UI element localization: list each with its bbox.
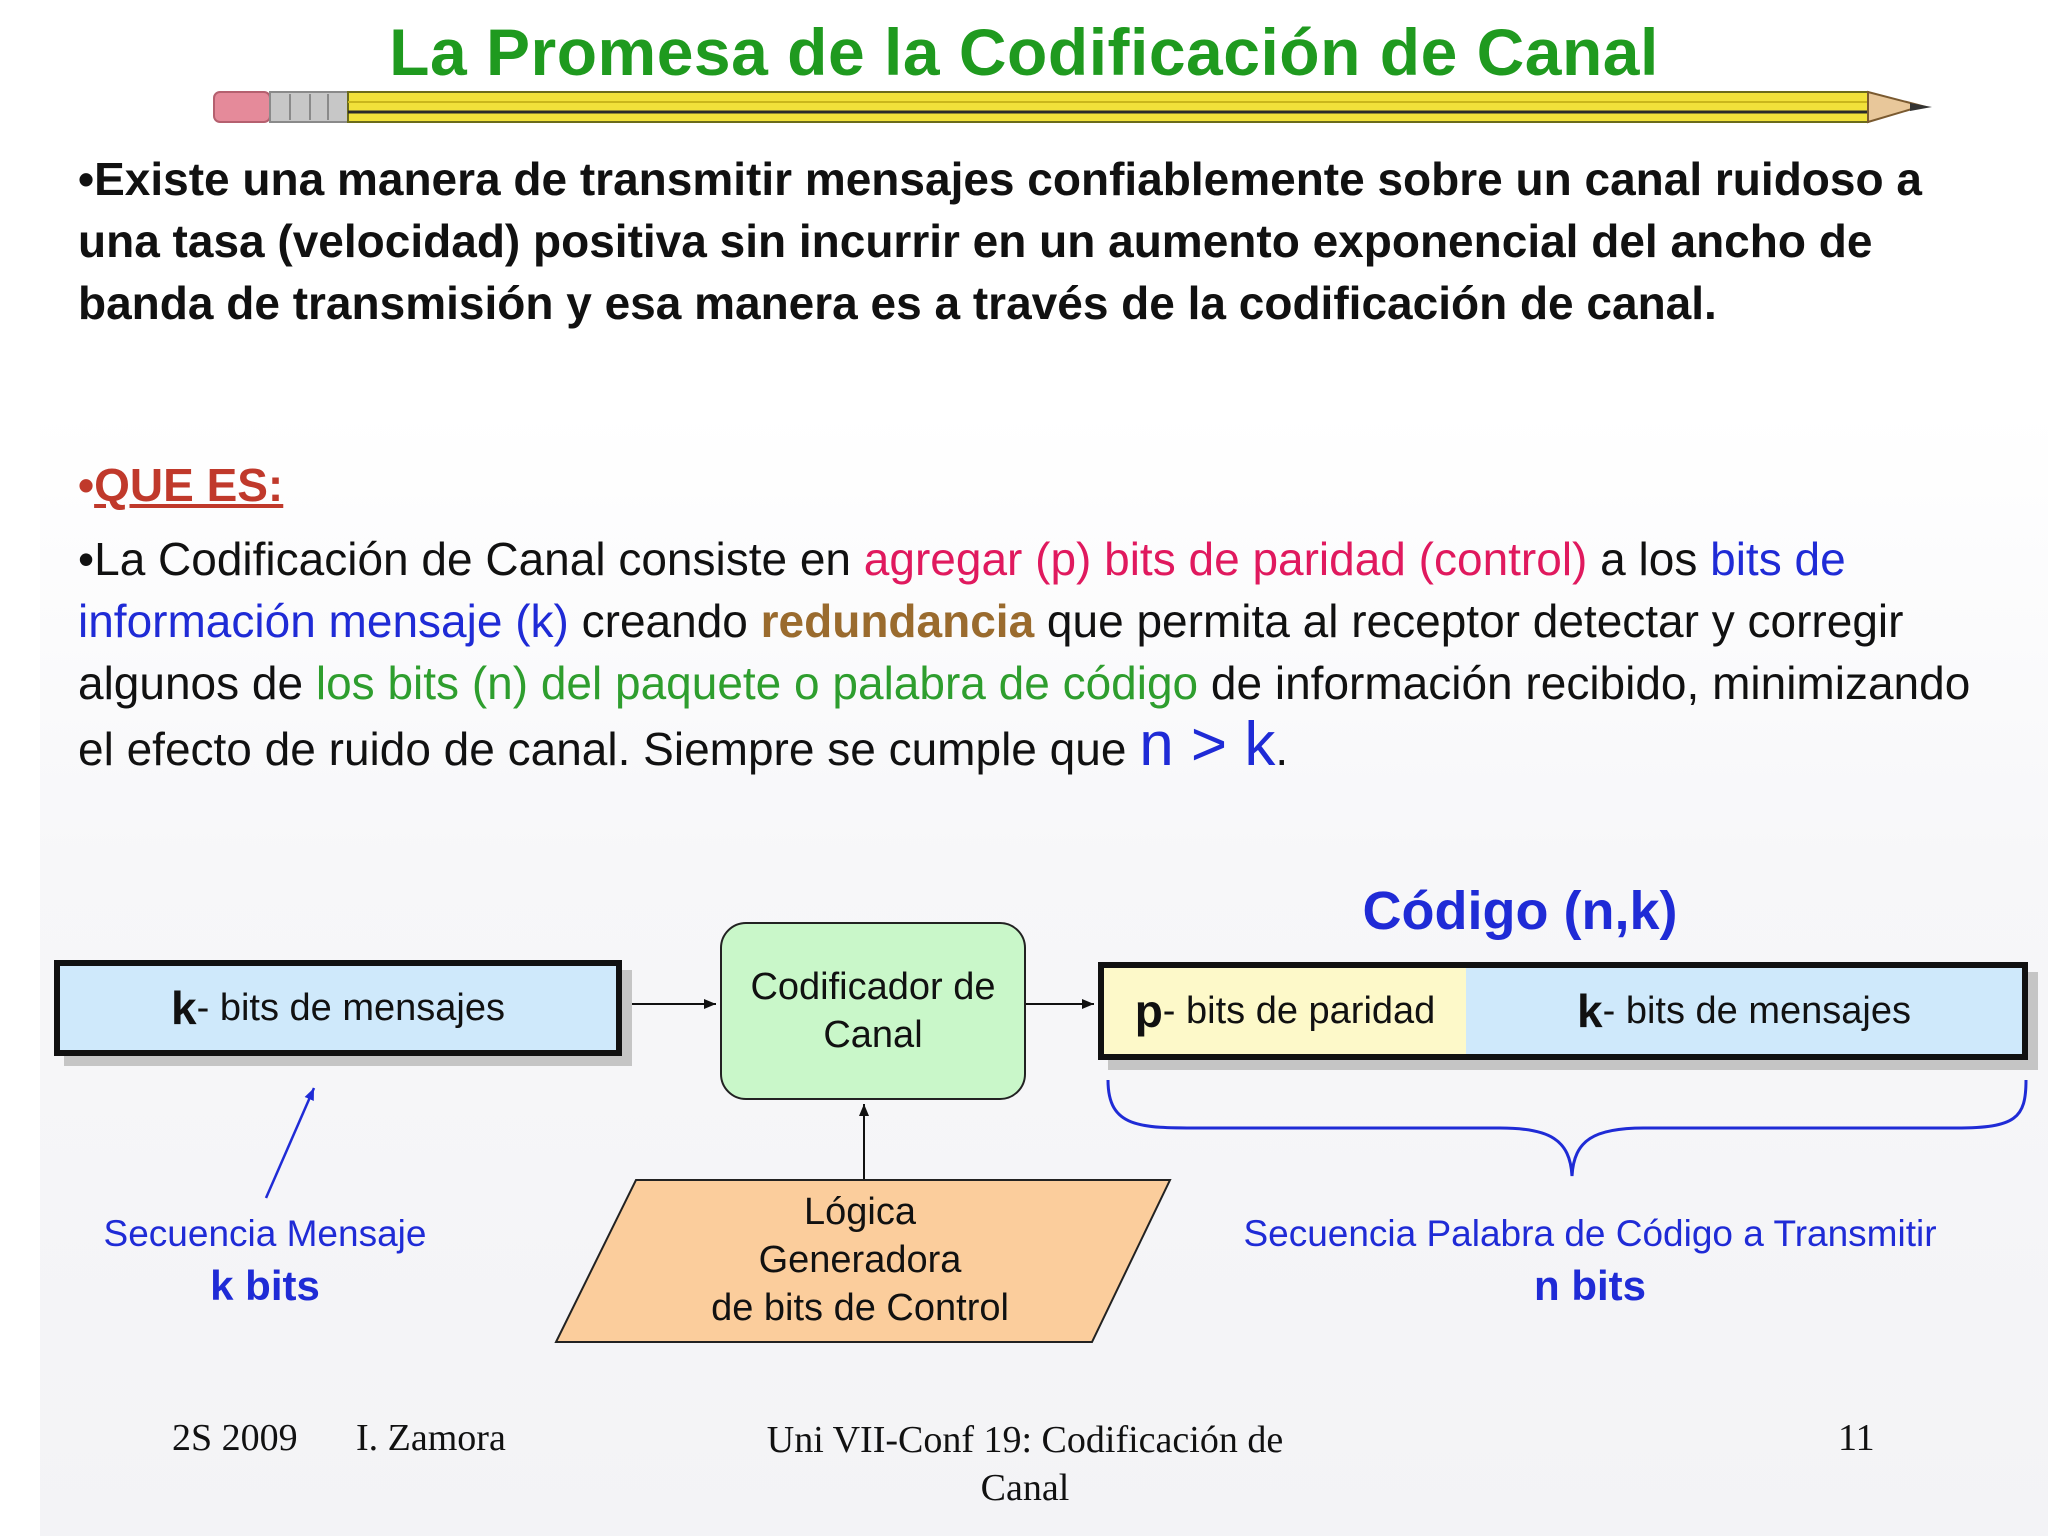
codeword-sequence-label: Secuencia Palabra de Código a Transmitir… [1180,1208,2000,1314]
parity-p-letter: p [1134,985,1163,1037]
heading-text: QUE ES: [94,459,284,511]
def-inequality: n > k [1139,710,1276,779]
logic-line-1: Lógica [804,1191,916,1233]
footer-course: Uni VII-Conf 19: Codificación de Canal [700,1416,1350,1512]
message-box-text: - bits de mensajes [196,986,505,1029]
logic-parallelogram [554,1179,1172,1343]
def-text-1: •La Codificación de Canal consiste en [78,533,864,585]
logic-line-3: de bits de Control [711,1287,1009,1329]
def-info-bits-text: bits de información mensaje (k) [78,533,1846,647]
section-heading: •QUE ES: [78,454,1988,516]
footer-course-line-1: Uni VII-Conf 19: Codificación de [766,1419,1284,1461]
encoder-line-1: Codificador de [750,966,996,1008]
footer-course-line-2: Canal [980,1467,1070,1509]
footer-author: I. Zamora [356,1417,506,1459]
message-sequence-line-1: Secuencia Mensaje [103,1213,427,1254]
arrow-label-to-message [264,1087,316,1199]
def-codeword-text: los bits (n) del paquete o palabra de có… [315,657,1199,709]
def-text-3: a los [1587,533,1711,585]
definition-paragraph: •La Codificación de Canal consiste en ag… [78,528,1988,780]
codeword-box: p- bits de paridad k- bits de mensajes [1098,962,2028,1060]
message-bits-segment: k- bits de mensajes [1466,968,2022,1054]
parity-bits-segment: p- bits de paridad [1104,968,1466,1054]
message-sequence-line-2: k bits [210,1262,320,1309]
footer-page-number: 11 [1838,1417,1875,1459]
def-text-11: . [1275,723,1289,775]
codeword-k-letter: k [1577,985,1603,1037]
logic-line-2: Generadora [758,1239,962,1281]
def-text-7: que permita al receptor detectar y corre… [78,595,1904,709]
message-sequence-label: Secuencia Mensaje k bits [60,1208,470,1314]
codeword-sequence-line-1: Secuencia Palabra de Código a Transmitir [1243,1213,1937,1254]
message-bits-box: k- bits de mensajes [54,960,622,1056]
def-parity-text: agregar (p) bits de paridad (control) [863,533,1588,585]
heading-bullet: • [78,459,95,511]
message-segment-text: - bits de mensajes [1602,989,1911,1032]
control-logic-label: Lógica Generadora de bits de Control [640,1188,1080,1332]
channel-encoder-block: Codificador de Canal [720,922,1026,1100]
encoder-line-2: Canal [823,1014,923,1056]
parity-segment-text: - bits de paridad [1162,989,1436,1032]
codeword-brace [1106,1079,2028,1177]
code-title: Código (n,k) [1362,881,1678,941]
pencil-divider-icon [213,90,1932,124]
slide-title: La Promesa de la Codificación de Canal [389,15,1659,89]
footer-semester: 2S 2009 [172,1417,298,1459]
message-k-letter: k [171,982,197,1034]
def-text-5: creando [568,595,761,647]
def-text-9: de información recibido, minimizando el … [78,657,1971,775]
intro-paragraph: •Existe una manera de transmitir mensaje… [78,153,1922,329]
def-redundancy-text: redundancia [760,595,1035,647]
codeword-sequence-line-2: n bits [1534,1262,1646,1309]
